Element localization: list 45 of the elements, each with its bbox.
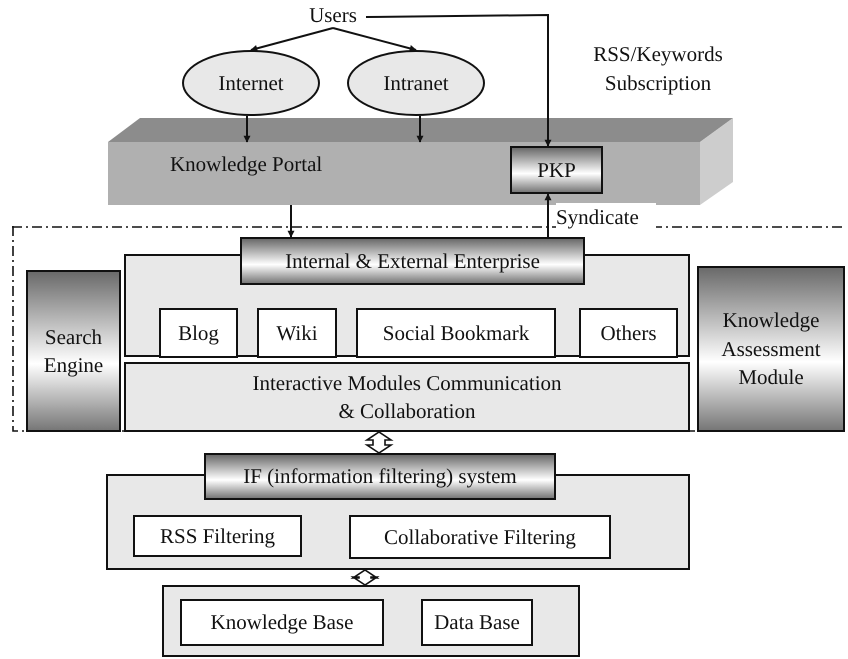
process-box [421, 599, 533, 646]
shaded-box [697, 266, 845, 432]
network-ellipse [347, 50, 485, 116]
node-label: Knowledge Assessment Module [720, 307, 822, 392]
module-panel [162, 585, 580, 657]
block-arrow [364, 431, 394, 454]
arrow [288, 205, 294, 238]
node-label: Blog [178, 320, 219, 347]
node-label: Intranet [383, 70, 449, 97]
block-arrow [350, 569, 380, 586]
arrow [250, 27, 334, 52]
node-label: RSS Filtering [160, 522, 275, 550]
process-box [356, 308, 556, 358]
process-box [257, 308, 337, 358]
network-ellipse [182, 50, 320, 116]
process-box [159, 308, 238, 358]
arrow [416, 116, 424, 143]
shaded-box [510, 146, 603, 194]
node-label: Collaborative Filtering [384, 524, 576, 551]
process-box [180, 599, 384, 646]
module-panel [124, 362, 690, 432]
arrow [244, 116, 250, 143]
process-box [349, 515, 611, 559]
node-label: Data Base [434, 609, 520, 636]
node-label: Knowledge Portal [170, 151, 322, 178]
shaded-box [26, 270, 121, 432]
node-label: Social Bookmark [382, 320, 530, 347]
process-box [579, 308, 678, 358]
node-label: Internet [218, 70, 284, 97]
arrow [366, 14, 552, 147]
node-label: PKP [537, 156, 576, 184]
arrow [332, 27, 417, 52]
shaded-box [240, 237, 585, 285]
node-label: Internal & External Enterprise [285, 248, 540, 275]
node-label: Users [300, 2, 366, 28]
node-label: Wiki [276, 320, 318, 347]
node-label: Interactive Modules Communication & Collaboration [251, 370, 563, 425]
portal-bar [108, 142, 700, 205]
node-label: Knowledge Base [210, 609, 354, 636]
arrow [544, 193, 552, 237]
shaded-box [204, 453, 556, 500]
node-label: Search Engine [42, 324, 104, 379]
process-box [133, 515, 302, 557]
node-label: Others [600, 320, 656, 347]
node-label: IF (information filtering) system [243, 463, 517, 490]
